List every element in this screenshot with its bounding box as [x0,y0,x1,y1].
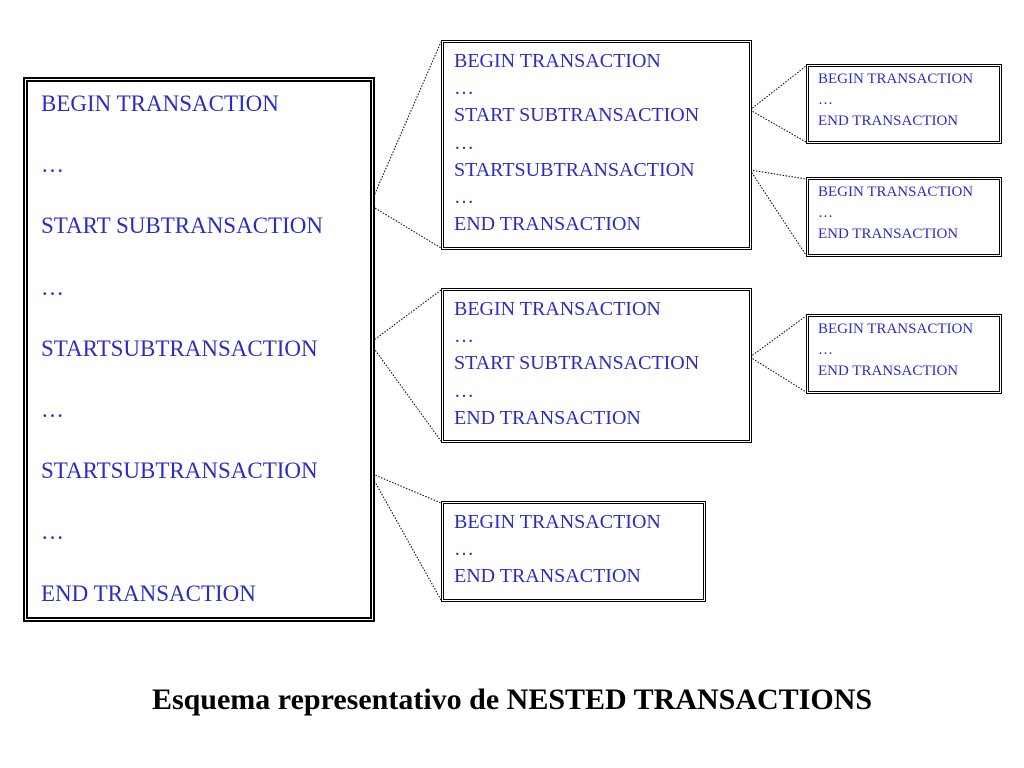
main-transaction-box: BEGIN TRANSACTION … START SUBTRANSACTION… [23,77,375,622]
sub1-line-start-sub-2: STARTSUBTRANSACTION [454,158,695,181]
connector-sub1-to-leaf1-top [749,65,807,111]
leaf-transaction-box-2: BEGIN TRANSACTION … END TRANSACTION [806,177,1002,257]
connector-sub1-to-leaf1-bottom [749,109,807,143]
connector-sub1-to-leaf2-top [749,169,807,180]
sub1-line-begin: BEGIN TRANSACTION [454,50,661,72]
leaf2-line-end: END TRANSACTION [818,225,959,242]
connector-sub1-to-leaf2-bottom [749,169,807,256]
main-line-ellipsis-4: … [41,519,64,545]
leaf-transaction-box-3: BEGIN TRANSACTION … END TRANSACTION [806,314,1002,394]
main-line-ellipsis-2: … [41,274,64,300]
leaf-2-lines: BEGIN TRANSACTION … END TRANSACTION [809,180,999,242]
main-line-start-sub-2: STARTSUBTRANSACTION [41,335,318,361]
diagram-caption: Esquema representativo de NESTED TRANSAC… [151,683,873,716]
sub3-line-ellipsis: … [454,538,474,561]
sub2-line-end: END TRANSACTION [454,406,641,429]
main-transaction-lines: BEGIN TRANSACTION … START SUBTRANSACTION… [28,82,370,606]
leaf3-line-ellipsis: … [818,341,833,358]
connector-sub2-to-leaf3-top [749,315,807,358]
main-line-start-sub-3: STARTSUBTRANSACTION [41,458,318,484]
leaf3-line-begin: BEGIN TRANSACTION [818,321,974,337]
sub2-line-ellipsis-2: … [454,379,474,402]
connector-main-to-sub2-top [369,289,442,344]
connector-main-to-sub3-top [369,472,442,504]
subtransaction-box-3: BEGIN TRANSACTION … END TRANSACTION [441,501,706,602]
connector-main-to-sub3-bottom [369,472,442,601]
sub2-line-begin: BEGIN TRANSACTION [454,298,661,320]
subtransaction-2-lines: BEGIN TRANSACTION … START SUBTRANSACTION… [444,291,749,429]
leaf2-line-begin: BEGIN TRANSACTION [818,184,974,200]
leaf-3-lines: BEGIN TRANSACTION … END TRANSACTION [809,317,999,379]
connector-main-to-sub1-top [369,41,442,206]
leaf1-line-end: END TRANSACTION [818,112,959,129]
subtransaction-box-2: BEGIN TRANSACTION … START SUBTRANSACTION… [441,288,752,443]
connector-sub2-to-leaf3-bottom [749,356,807,393]
sub1-line-ellipsis-1: … [454,77,474,100]
main-line-start-sub-1: START SUBTRANSACTION [41,213,323,239]
sub1-line-ellipsis-2: … [454,131,474,154]
subtransaction-3-lines: BEGIN TRANSACTION … END TRANSACTION [444,504,703,587]
sub3-line-begin: BEGIN TRANSACTION [454,511,661,533]
main-line-ellipsis-1: … [41,152,64,178]
sub2-line-start-sub: START SUBTRANSACTION [454,352,700,375]
sub1-line-start-sub-1: START SUBTRANSACTION [454,104,700,127]
connector-main-to-sub2-bottom [369,342,442,442]
main-line-begin: BEGIN TRANSACTION [41,91,279,116]
leaf1-line-begin: BEGIN TRANSACTION [818,71,974,87]
leaf3-line-end: END TRANSACTION [818,362,959,379]
subtransaction-box-1: BEGIN TRANSACTION … START SUBTRANSACTION… [441,40,752,250]
leaf-transaction-box-1: BEGIN TRANSACTION … END TRANSACTION [806,64,1002,144]
sub1-line-end: END TRANSACTION [454,213,641,236]
leaf1-line-ellipsis: … [818,91,833,108]
sub3-line-end: END TRANSACTION [454,565,641,588]
sub2-line-ellipsis-1: … [454,325,474,348]
main-line-ellipsis-3: … [41,396,64,422]
subtransaction-1-lines: BEGIN TRANSACTION … START SUBTRANSACTION… [444,43,749,235]
main-line-end: END TRANSACTION [41,580,256,606]
leaf-1-lines: BEGIN TRANSACTION … END TRANSACTION [809,67,999,129]
sub1-line-ellipsis-3: … [454,185,474,208]
connector-main-to-sub1-bottom [369,204,442,249]
leaf2-line-ellipsis: … [818,204,833,221]
